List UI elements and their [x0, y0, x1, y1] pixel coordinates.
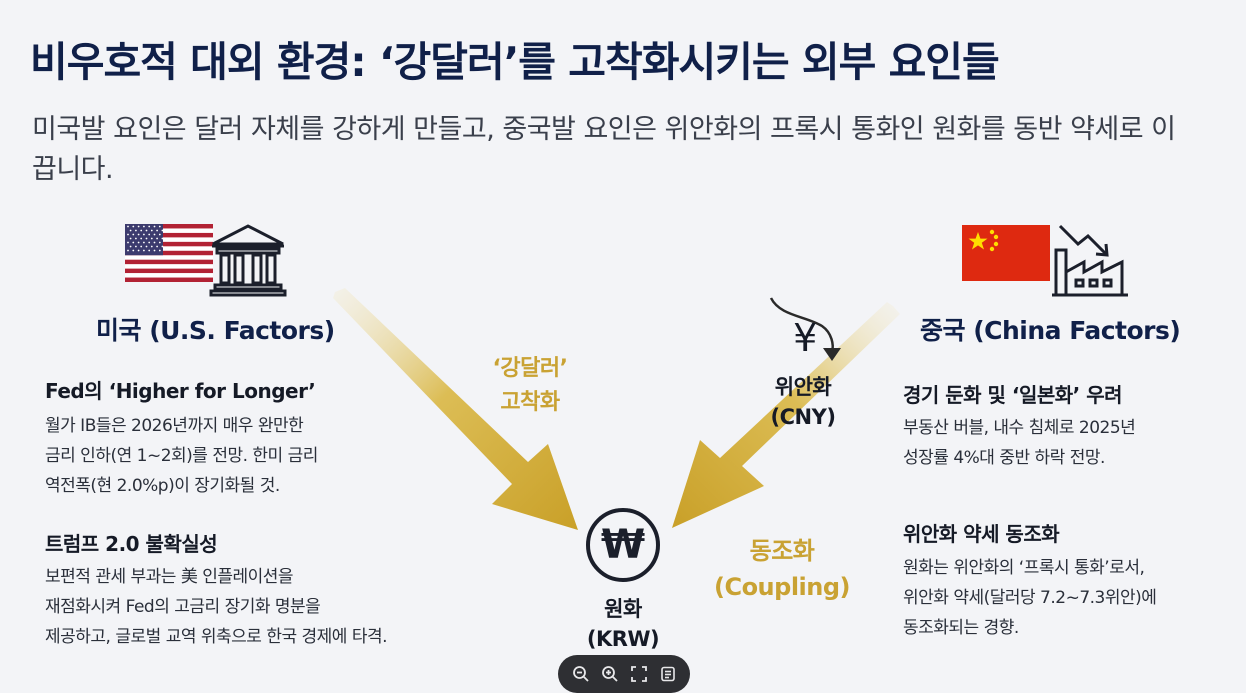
china-section-label: 중국 (China Factors) — [920, 316, 1181, 345]
bank-building-icon — [209, 224, 287, 297]
us-item-2-body: 보편적 관세 부과는 美 인플레이션을 재점화시켜 Fed의 고금리 장기화 명… — [45, 562, 388, 652]
label-line: 동조화 — [749, 537, 815, 565]
body-line: 재점화시켜 Fed의 고금리 장기화 명분을 — [45, 597, 321, 617]
cny-node-label: 위안화 (CNY) — [748, 372, 858, 432]
china-flag-icon — [962, 225, 1050, 281]
us-to-krw-arrow — [333, 288, 578, 530]
fullscreen-icon — [630, 666, 647, 682]
fullscreen-button[interactable] — [628, 663, 650, 685]
cny-decline-arrowhead — [823, 348, 841, 361]
china-item-1-body: 부동산 버블, 내수 침체로 2025년 성장률 4%대 중반 하락 전망. — [903, 413, 1136, 473]
coupling-label: 동조화 (Coupling) — [702, 533, 862, 605]
body-line: 금리 인하(연 1~2회)를 전망. 한미 금리 — [45, 446, 318, 466]
notes-button[interactable] — [657, 663, 679, 685]
cny-symbol: ¥ — [793, 316, 817, 360]
notes-icon — [660, 666, 675, 682]
krw-name: 원화 — [604, 597, 642, 621]
us-item-1-title: Fed의 ‘Higher for Longer’ — [45, 379, 316, 403]
page-title: 비우호적 대외 환경: ‘강달러’를 고착화시키는 외부 요인들 — [30, 38, 1000, 86]
body-line: 성장률 4%대 중반 하락 전망. — [903, 448, 1105, 468]
body-line: 위안화 약세(달러당 7.2~7.3위안)에 — [903, 588, 1157, 608]
cny-decline-curve — [769, 297, 834, 353]
china-item-2-body: 원화는 위안화의 ‘프록시 통화’로서, 위안화 약세(달러당 7.2~7.3위… — [903, 553, 1157, 643]
krw-circle-icon: ₩ — [586, 508, 660, 582]
body-line: 보편적 관세 부과는 美 인플레이션을 — [45, 567, 294, 587]
krw-code: (KRW) — [586, 627, 660, 651]
label-line: (Coupling) — [713, 573, 851, 601]
us-item-1-body: 월가 IB들은 2026년까지 매우 완만한 금리 인하(연 1~2회)를 전망… — [45, 411, 318, 501]
won-symbol: ₩ — [600, 522, 646, 568]
krw-node-label: 원화 (KRW) — [563, 594, 683, 654]
us-flag-icon — [125, 224, 213, 282]
body-line: 부동산 버블, 내수 침체로 2025년 — [903, 418, 1136, 438]
us-item-2-title: 트럼프 2.0 불확실성 — [45, 532, 218, 556]
cny-code: (CNY) — [770, 405, 836, 429]
china-item-1-title: 경기 둔화 및 ‘일본화’ 우려 — [903, 383, 1123, 407]
label-line: ‘강달러’ — [492, 356, 568, 381]
body-line: 역전폭(현 2.0%p)이 장기화될 것. — [45, 476, 280, 496]
zoom-in-icon — [601, 666, 618, 682]
zoom-out-icon — [572, 666, 589, 682]
strong-dollar-label: ‘강달러’ 고착화 — [470, 352, 590, 420]
viewer-toolbar — [558, 655, 690, 693]
label-line: 고착화 — [500, 390, 560, 415]
us-section-label: 미국 (U.S. Factors) — [96, 316, 335, 345]
body-line: 제공하고, 글로벌 교역 위축으로 한국 경제에 타격. — [45, 627, 388, 647]
cny-to-krw-arrow — [672, 302, 900, 528]
zoom-out-button[interactable] — [570, 663, 592, 685]
body-line: 원화는 위안화의 ‘프록시 통화’로서, — [903, 558, 1145, 578]
cny-name: 위안화 — [774, 375, 832, 399]
body-line: 동조화되는 경향. — [903, 618, 1019, 638]
body-line: 월가 IB들은 2026년까지 매우 완만한 — [45, 416, 304, 436]
china-item-2-title: 위안화 약세 동조화 — [903, 522, 1060, 546]
zoom-in-button[interactable] — [599, 663, 621, 685]
factory-decline-icon — [1052, 224, 1128, 297]
page-subtitle: 미국발 요인은 달러 자체를 강하게 만들고, 중국발 요인은 위안화의 프록시… — [32, 114, 1176, 185]
